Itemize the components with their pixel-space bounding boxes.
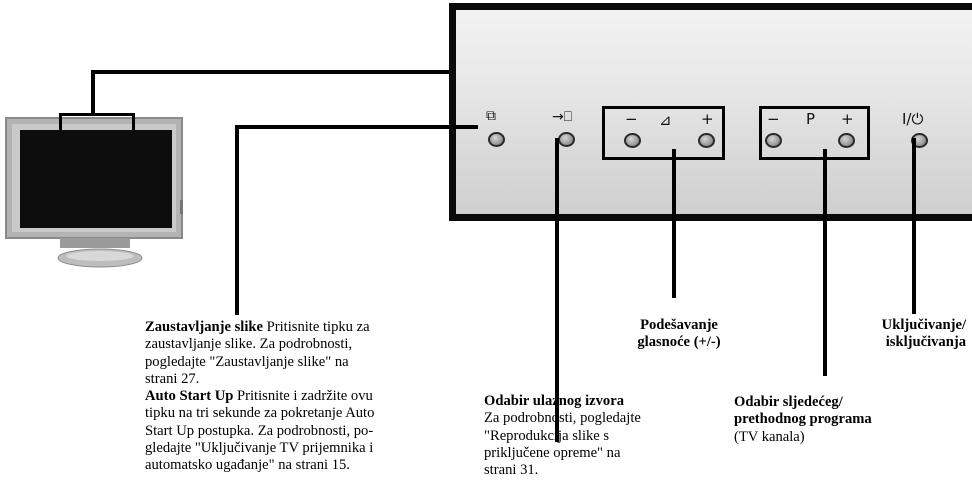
input-title: Odabir ulaznog izvora — [484, 393, 625, 409]
power-icon: I/⏻ — [902, 110, 924, 128]
program-minus-button[interactable] — [765, 133, 782, 148]
program-minus-label: − — [767, 110, 780, 128]
volume-leader — [672, 149, 676, 298]
auto-start-title: Auto Start Up — [145, 388, 234, 405]
volume-minus-button[interactable] — [624, 133, 641, 148]
tv-body — [5, 117, 183, 268]
volume-plus-button[interactable] — [698, 133, 715, 148]
freeze-leader-horizontal — [235, 125, 478, 129]
input-icon: →⎕ — [552, 109, 573, 125]
input-label: Odabir ulaznog izvora Za podrobnosti, po… — [484, 393, 714, 479]
freeze-leader-vertical — [235, 125, 239, 315]
program-plus-label: + — [841, 110, 854, 128]
power-leader — [912, 138, 916, 314]
tv-illustration — [5, 117, 183, 268]
freeze-title: Zaustavljanje slike — [145, 319, 263, 335]
program-label: P — [806, 110, 816, 128]
volume-plus-label: + — [701, 110, 714, 128]
volume-label: Podešavanje glasnoće (+/-) — [637, 317, 721, 351]
program-group — [759, 106, 870, 160]
freeze-label: Zaustavljanje slike Pritisnite tipku za … — [145, 319, 375, 474]
tv-panel-callout-box — [59, 113, 135, 130]
program-leader — [823, 149, 827, 376]
connector-line-vertical — [91, 70, 95, 115]
freeze-icon: ⧉ — [486, 108, 496, 124]
connector-line-horizontal — [91, 70, 451, 74]
volume-icon: ⊿ — [659, 111, 672, 129]
input-leader — [555, 138, 559, 442]
volume-minus-label: − — [625, 110, 638, 128]
input-button[interactable] — [558, 132, 575, 147]
program-plus-button[interactable] — [838, 133, 855, 148]
control-panel: ⧉ →⎕ − ⊿ + − P + I/⏻ — [449, 3, 972, 221]
freeze-button[interactable] — [488, 132, 505, 147]
program-label-text: Odabir sljedećeg/ prethodnog programa (T… — [734, 394, 872, 445]
volume-group — [602, 106, 725, 160]
power-label: Uključivanje/ isključivanja — [881, 317, 966, 351]
